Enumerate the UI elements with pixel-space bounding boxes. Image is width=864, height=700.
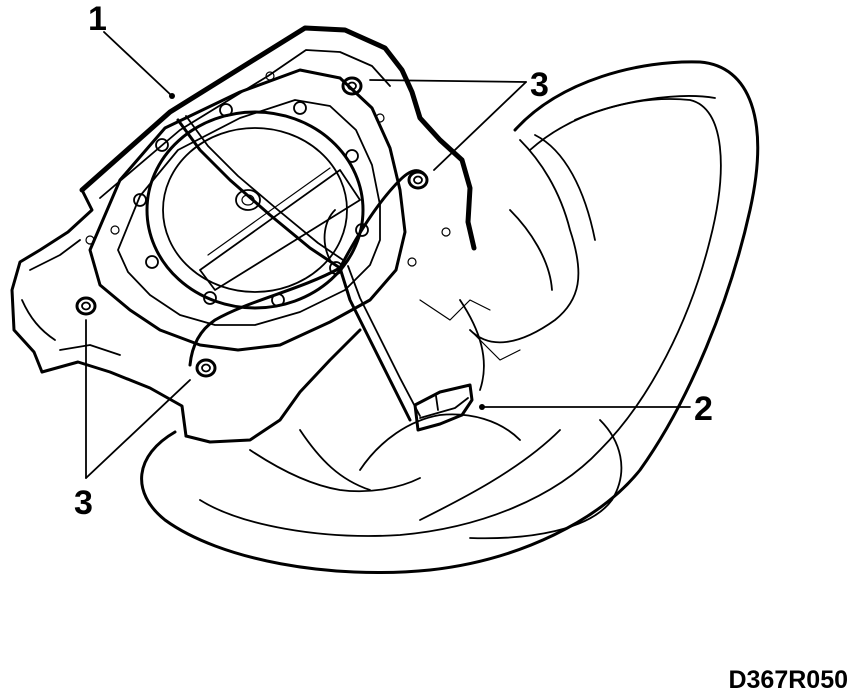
steering-wheel-spokes <box>249 134 596 493</box>
mounting-bolt-top-left <box>341 76 363 96</box>
mounting-bolt-bottom-left <box>75 296 97 316</box>
inflator-bolts <box>85 71 451 307</box>
mounting-bolt-bottom-right <box>195 358 217 378</box>
leader-line-3-bottom-b <box>85 379 191 479</box>
steering-wheel-rim <box>140 60 760 575</box>
callout-3-top: 3 <box>530 66 549 104</box>
wiring-connector <box>413 383 474 432</box>
callout-2: 2 <box>694 390 713 428</box>
inflator-housing <box>145 110 365 310</box>
leader-line-3-top-b <box>433 81 527 171</box>
airbag-module-housing <box>10 25 477 444</box>
leader-dot-1 <box>169 93 175 99</box>
airbag-back-plate <box>88 68 407 352</box>
mounting-bolt-top-right <box>407 170 429 190</box>
leader-dot-2 <box>479 404 485 410</box>
leader-line-3-top-a <box>369 79 527 83</box>
wiring-harness <box>176 115 426 422</box>
callout-3-bottom: 3 <box>74 484 93 522</box>
leader-line-1 <box>103 31 173 97</box>
figure-reference-code: D367R050 <box>728 666 848 694</box>
callout-1: 1 <box>88 0 107 38</box>
leader-lines <box>85 31 691 479</box>
